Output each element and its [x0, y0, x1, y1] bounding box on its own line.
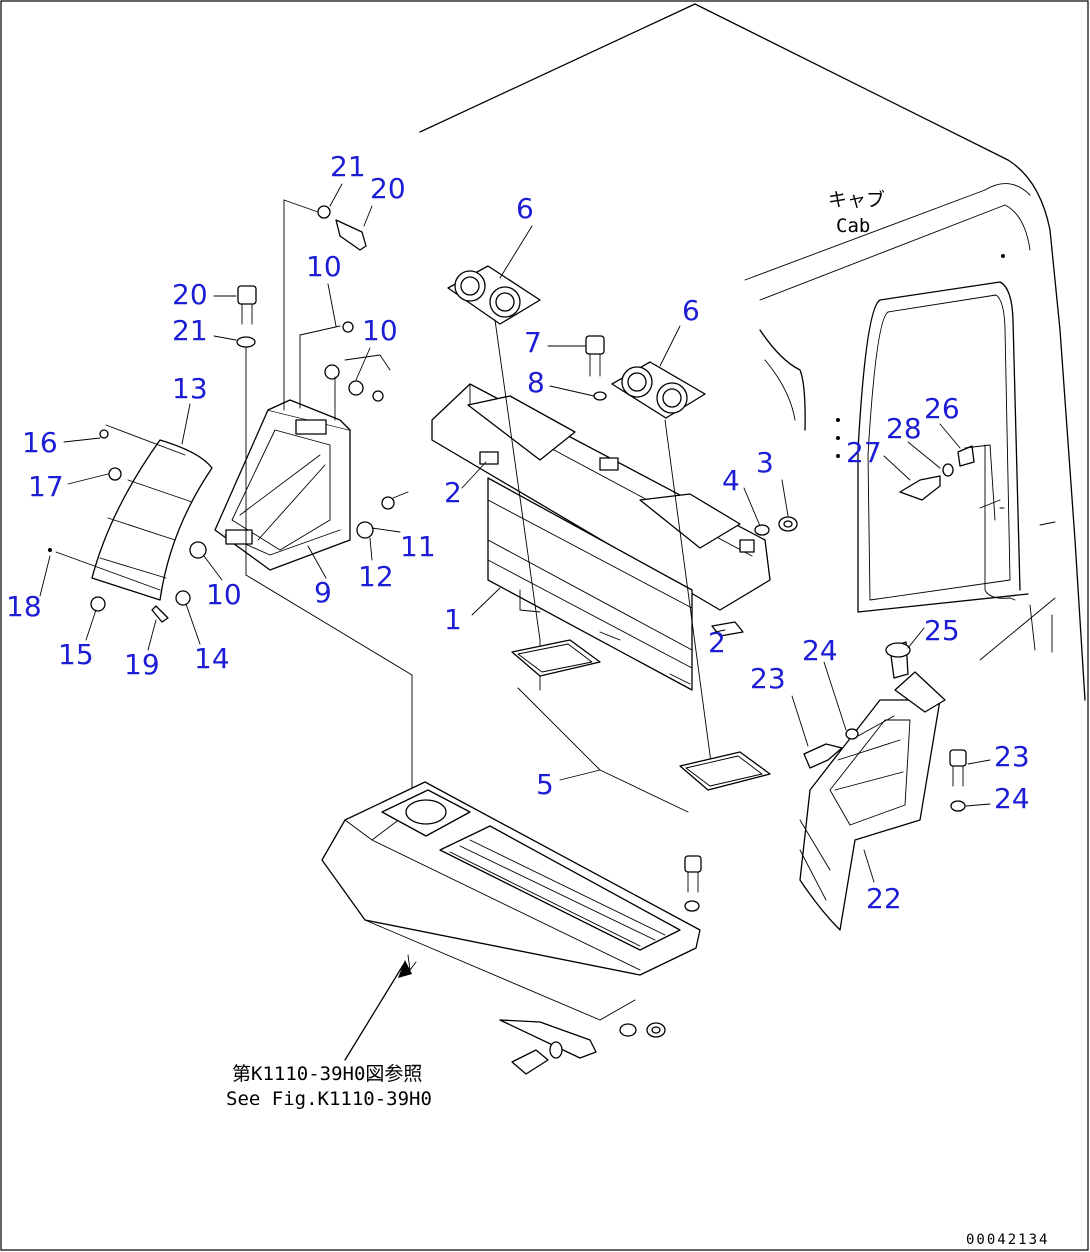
- cab-body: [419, 3, 1086, 701]
- reference-jp: 第K1110-39H0図参照: [232, 1063, 422, 1085]
- callout-15: 15: [58, 638, 94, 671]
- floor-duct: [321, 781, 702, 1075]
- callout-10a: 10: [306, 250, 342, 283]
- callout-20b: 20: [172, 278, 208, 311]
- reference-note: 第K1110-39H0図参照 See Fig.K1110-39H0: [226, 1063, 432, 1110]
- callout-22: 22: [866, 882, 902, 915]
- cab-label-en: Cab: [836, 215, 870, 237]
- louver-6-right: [611, 361, 713, 771]
- callout-21a: 21: [330, 150, 366, 183]
- callout-21b: 21: [172, 314, 208, 347]
- callout-27: 27: [846, 436, 882, 469]
- drawing-code: 00042134: [966, 1232, 1049, 1248]
- cab-label: キャブ Cab: [828, 188, 885, 237]
- callout-16: 16: [22, 426, 58, 459]
- callout-7: 7: [524, 326, 542, 359]
- callout-24b: 24: [994, 782, 1030, 815]
- callout-5: 5: [536, 768, 554, 801]
- callout-23b: 23: [994, 740, 1030, 773]
- callout-26: 26: [924, 392, 960, 425]
- cover-13: [48, 424, 213, 623]
- callout-6b: 6: [682, 294, 700, 327]
- callout-1: 1: [444, 603, 462, 636]
- louver-6-left: [447, 265, 541, 691]
- callout-11: 11: [400, 530, 436, 563]
- callout-4: 4: [722, 464, 740, 497]
- callout-19: 19: [124, 648, 160, 681]
- cab-label-jp: キャブ: [828, 188, 885, 211]
- bolt-7: [585, 335, 798, 536]
- callout-28: 28: [886, 412, 922, 445]
- callout-18: 18: [6, 590, 42, 623]
- bracket-9: [189, 199, 409, 571]
- leader-lines: [39, 183, 991, 883]
- callout-25: 25: [924, 614, 960, 647]
- cover-22: [799, 641, 967, 931]
- callout-20a: 20: [370, 172, 406, 205]
- gasket-5: [511, 639, 771, 813]
- callout-14: 14: [194, 642, 230, 675]
- callout-labels: 1 2 2 3 4 5 6 6 7 8 9 10 10 10 11 12 13 …: [6, 150, 1030, 915]
- reference-en: See Fig.K1110-39H0: [226, 1088, 432, 1110]
- callout-10c: 10: [206, 578, 242, 611]
- bolt-20-upper: [236, 205, 413, 831]
- callout-8: 8: [527, 366, 545, 399]
- callout-2a: 2: [444, 476, 462, 509]
- callout-17: 17: [28, 470, 64, 503]
- duct-1: [431, 383, 771, 691]
- callout-6a: 6: [516, 192, 534, 225]
- callout-3: 3: [756, 446, 774, 479]
- callout-13: 13: [172, 372, 208, 405]
- callout-2b: 2: [708, 626, 726, 659]
- callout-24a: 24: [802, 634, 838, 667]
- bolt-27: [899, 444, 1001, 521]
- callout-12: 12: [358, 560, 394, 593]
- callout-9: 9: [314, 576, 332, 609]
- callout-10b: 10: [362, 314, 398, 347]
- callout-23a: 23: [750, 662, 786, 695]
